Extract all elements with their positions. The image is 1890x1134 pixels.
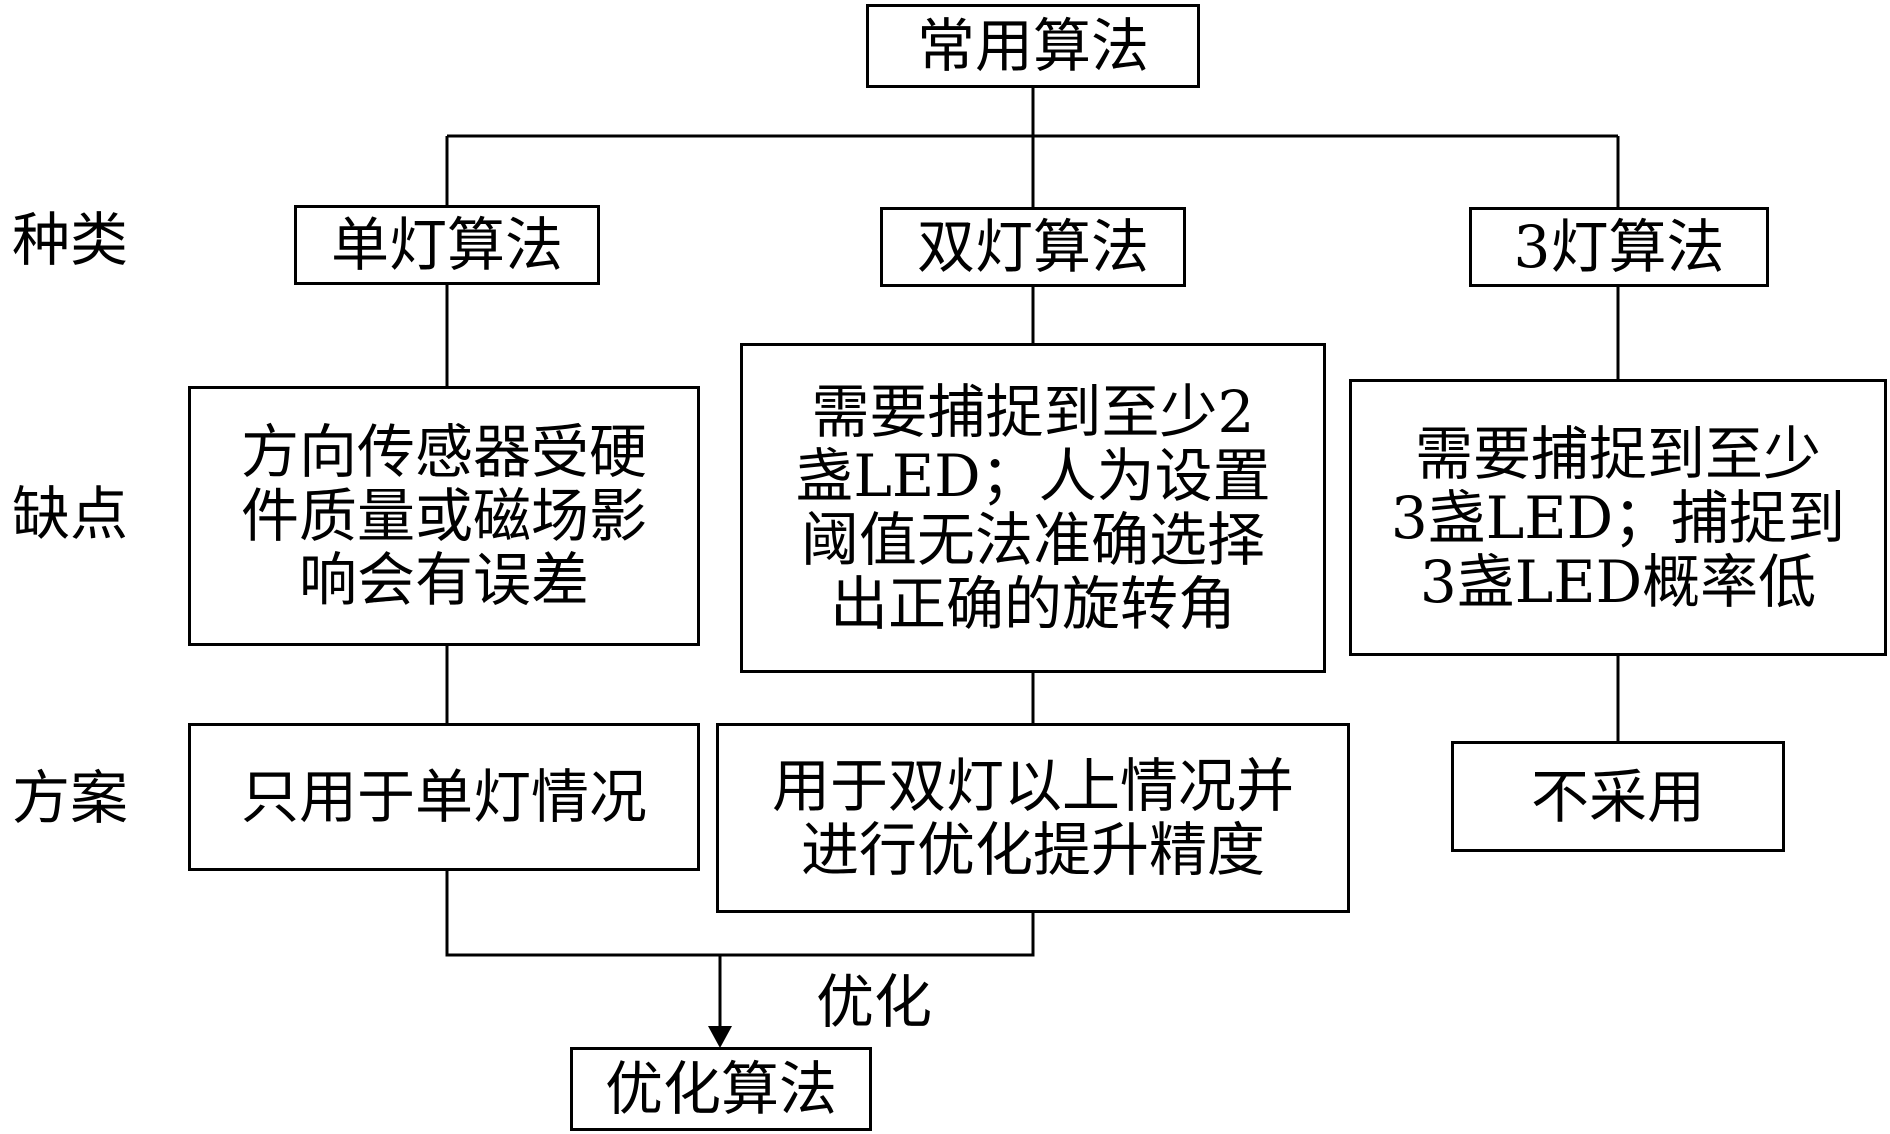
row-label-drawbacks: 缺点 bbox=[12, 480, 129, 548]
solution-node-single-text: 只用于单灯情况 bbox=[240, 763, 647, 831]
drawback-node-single: 方向传感器受硬 件质量或磁场影 响会有误差 bbox=[188, 386, 700, 646]
solution-node-single: 只用于单灯情况 bbox=[188, 723, 700, 871]
kind-node-double: 双灯算法 bbox=[880, 207, 1186, 287]
optimize-arrow-label: 优化 bbox=[816, 968, 933, 1036]
kind-node-single: 单灯算法 bbox=[294, 205, 600, 285]
kind-node-single-label: 单灯算法 bbox=[330, 211, 563, 279]
kind-node-triple: 3灯算法 bbox=[1469, 207, 1769, 287]
kind-node-triple-label: 3灯算法 bbox=[1513, 213, 1725, 281]
solution-node-double-text: 用于双灯以上情况并 进行优化提升精度 bbox=[771, 752, 1294, 884]
drawback-node-single-text: 方向传感器受硬 件质量或磁场影 响会有误差 bbox=[240, 418, 647, 614]
row-label-kinds: 种类 bbox=[12, 206, 129, 274]
root-node: 常用算法 bbox=[866, 4, 1200, 88]
result-node: 优化算法 bbox=[570, 1047, 872, 1131]
drawback-node-double-text: 需要捕捉到至少2 盏LED；人为设置 阈值无法准确选择 出正确的旋转角 bbox=[795, 378, 1271, 638]
solution-node-triple-text: 不采用 bbox=[1530, 762, 1705, 831]
root-node-label: 常用算法 bbox=[916, 12, 1149, 80]
row-label-solutions: 方案 bbox=[12, 764, 129, 832]
result-node-label: 优化算法 bbox=[604, 1055, 837, 1123]
solution-node-triple: 不采用 bbox=[1451, 741, 1785, 852]
kind-node-double-label: 双灯算法 bbox=[916, 213, 1149, 281]
solution-node-double: 用于双灯以上情况并 进行优化提升精度 bbox=[716, 723, 1350, 913]
drawback-node-triple: 需要捕捉到至少 3盏LED；捕捉到 3盏LED概率低 bbox=[1349, 379, 1887, 656]
drawback-node-triple-text: 需要捕捉到至少 3盏LED；捕捉到 3盏LED概率低 bbox=[1390, 419, 1846, 616]
drawback-node-double: 需要捕捉到至少2 盏LED；人为设置 阈值无法准确选择 出正确的旋转角 bbox=[740, 343, 1326, 673]
